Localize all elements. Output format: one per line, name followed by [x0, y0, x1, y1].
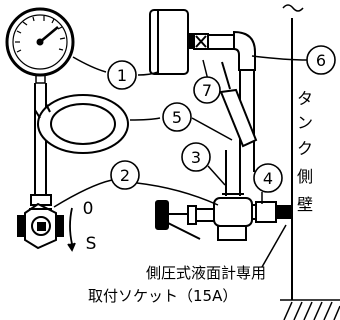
siphon-coil	[37, 94, 129, 154]
left-pipe	[34, 83, 47, 200]
coil-link	[34, 103, 51, 119]
rotation-label-s: S	[86, 234, 97, 254]
tank-wall-char-2: ン	[297, 113, 313, 132]
callout-3-label: 3	[191, 148, 201, 167]
tank-wall-char-5: 壁	[297, 195, 313, 214]
callout-4-label: 4	[263, 169, 273, 188]
callout-2: 2	[110, 160, 140, 190]
tank-wall-char-4: 側	[297, 167, 313, 186]
lower-pipe	[222, 150, 244, 196]
callout-6-label: 6	[316, 51, 326, 70]
callout-1-label: 1	[117, 66, 127, 85]
callout-3: 3	[181, 142, 211, 172]
callout-5-label: 5	[172, 108, 182, 127]
round-gauge	[5, 7, 75, 84]
elbow-fitting	[207, 30, 256, 71]
rotation-arrow	[67, 207, 76, 252]
hand-valve	[155, 200, 215, 240]
ground-hatch	[280, 299, 340, 320]
left-valve	[17, 194, 64, 250]
tank-wall-char-1: タ	[297, 89, 313, 108]
callout-7-label: 7	[202, 81, 212, 100]
socket-caption-line1: 側圧式液面計専用	[146, 264, 266, 282]
tank-wall-label: タ ン ク 側 壁	[297, 89, 313, 214]
callout-2-label: 2	[120, 166, 130, 185]
callout-1: 1	[107, 60, 137, 90]
socket-caption-line2: 取付ソケット（15A）	[88, 287, 237, 305]
square-gauge	[149, 9, 209, 75]
callout-5: 5	[162, 102, 192, 132]
callout-6: 6	[306, 45, 336, 75]
tank-wall-char-3: ク	[297, 139, 313, 158]
diagonal-tube	[219, 61, 258, 148]
tank-wall	[282, 4, 304, 300]
callout-7: 7	[193, 76, 221, 104]
rotation-label-0: 0	[83, 199, 94, 219]
callout-4: 4	[253, 163, 283, 193]
